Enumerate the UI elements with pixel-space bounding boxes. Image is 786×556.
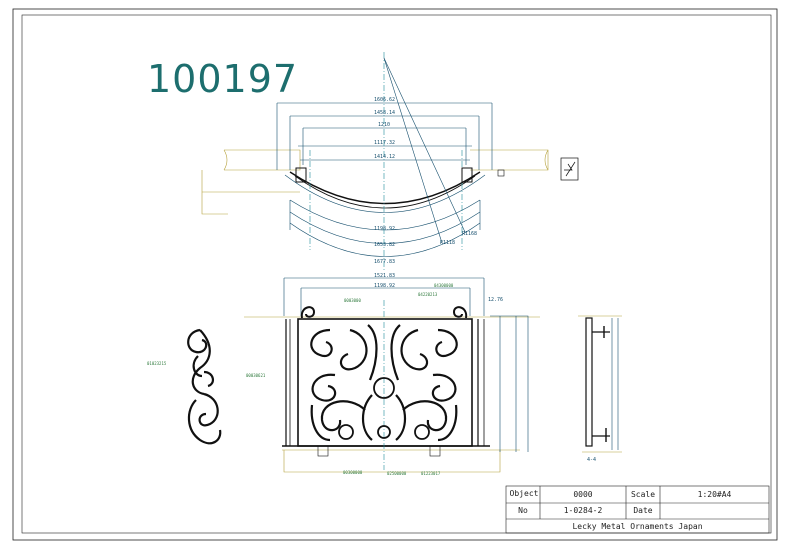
part-code: 04300000 bbox=[434, 283, 454, 288]
detail-icon bbox=[560, 157, 579, 181]
part-code: 01023215 bbox=[147, 361, 167, 366]
dim-label: 1210 bbox=[378, 122, 391, 128]
dim-label: 1198.92 bbox=[374, 226, 396, 232]
dim-label: 12.76 bbox=[488, 297, 504, 303]
scroll-detail bbox=[187, 328, 222, 445]
scale-value: 1:20#A4 bbox=[697, 490, 732, 499]
dim-label: 1414.12 bbox=[374, 154, 396, 160]
dim-label: 1606.62 bbox=[374, 97, 396, 103]
object-value: 0000 bbox=[573, 490, 593, 499]
part-number: 100197 bbox=[147, 57, 299, 101]
dim-label: 1653.82 bbox=[374, 242, 396, 248]
object-label: Object bbox=[509, 489, 539, 498]
section-label: 4-4 bbox=[587, 457, 597, 463]
part-code: 04220213 bbox=[418, 292, 438, 297]
title-block-grid bbox=[505, 485, 770, 534]
part-code: 01223017 bbox=[421, 471, 441, 476]
dim-label: 1198.92 bbox=[374, 283, 396, 289]
part-code: 00030621 bbox=[246, 373, 266, 378]
no-value: 1-0284-2 bbox=[563, 506, 603, 515]
scale-label: Scale bbox=[630, 490, 656, 499]
part-code: 02500000 bbox=[387, 471, 407, 476]
front-elevation bbox=[244, 277, 540, 473]
dim-label: 1521.83 bbox=[374, 273, 396, 279]
no-label: No bbox=[518, 506, 528, 515]
date-label: Date bbox=[633, 506, 653, 515]
plan-view bbox=[201, 52, 549, 270]
section-view bbox=[578, 315, 622, 453]
dim-label: 1117.32 bbox=[374, 140, 396, 146]
part-code: 00300000 bbox=[343, 470, 363, 475]
part-code: 0003000 bbox=[344, 298, 361, 303]
company-name: Lecky Metal Ornaments Japan bbox=[572, 522, 703, 531]
outer-border bbox=[12, 8, 778, 541]
dim-label: 1458.14 bbox=[374, 110, 396, 116]
dim-label: R1168 bbox=[462, 231, 478, 237]
dim-label: 1677.83 bbox=[374, 259, 396, 265]
dim-label: R1118 bbox=[440, 240, 456, 246]
inner-border bbox=[21, 14, 772, 534]
